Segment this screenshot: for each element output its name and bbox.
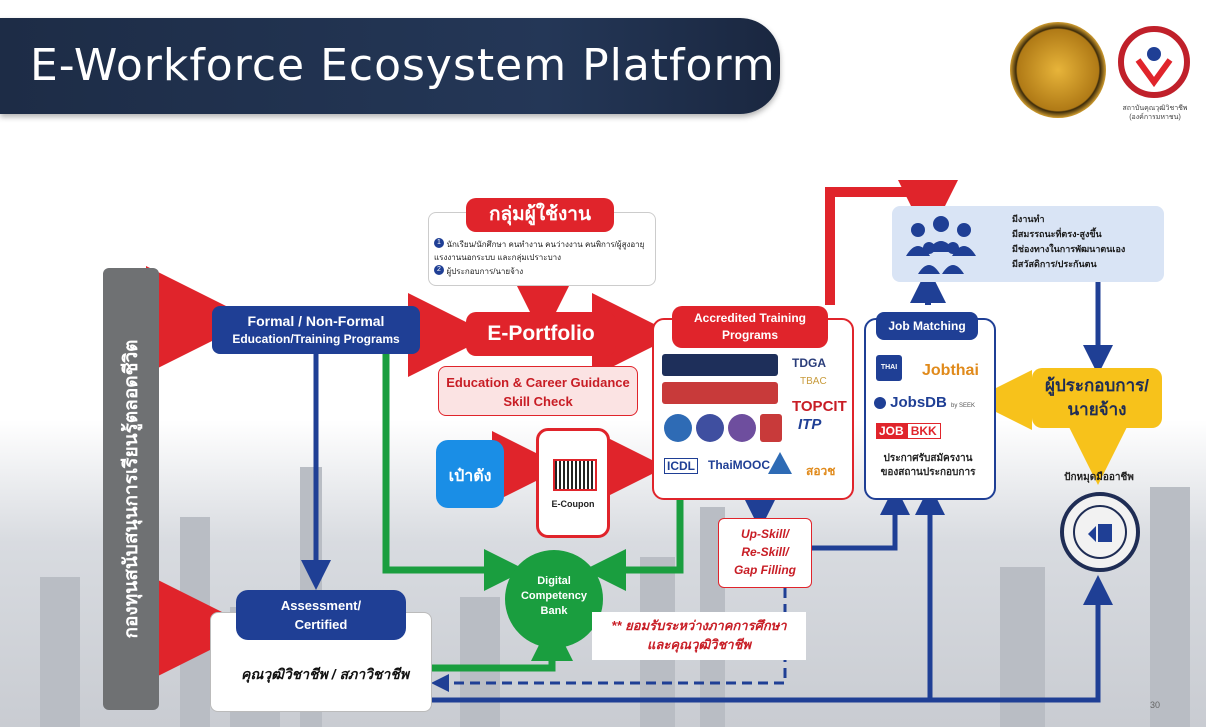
triangle-logo [768,452,792,474]
paotang-label: เป๋าตัง [448,468,492,485]
ecoupon-label: E-Coupon [551,499,595,509]
training-logo-2 [662,382,778,404]
guidance-line1: Education & Career Guidance [446,375,630,390]
sorvor-logo: สอวช [806,464,836,478]
jobthai-logo: Jobthai [922,362,979,379]
training-seal-4 [760,414,782,442]
assessment-certified-box: Assessment/ Certified [236,590,406,640]
qualification-text: คุณวุฒิวิชาชีพ / สภาวิชาชีพ [240,666,410,682]
topcit-logo: TOPCIT [792,398,847,415]
ministry-seal-logo [1010,22,1106,118]
upskill-reskill-box: Up-Skill/ Re-Skill/ Gap Filling [718,518,812,588]
tpqi-caption: สถาบันคุณวุฒิวิชาชีพ (องค์การมหาชน) [1122,105,1188,121]
accredited-training-panel [652,318,854,500]
itp-logo: ITP [798,416,822,433]
digital-competency-bank: Digital Competency Bank [505,550,603,648]
tpqi-logo [1118,26,1190,98]
page-number: 30 [1150,700,1161,710]
outcome-4: มีสวัสดิการ/ประกันตน [1012,259,1097,269]
eportfolio-box: E-Portfolio [466,312,616,356]
career-guidance-box: Education & Career Guidance Skill Check [438,366,638,416]
thaimooc-logo: ThaiMOOC [708,458,770,472]
paotang-app-icon[interactable]: เป๋าตัง [436,440,504,508]
tbac-logo: TBAC [800,376,827,387]
jobsdb-logo: JobsDB by SEEK [874,394,975,411]
employer-box: ผู้ประกอบการ/ นายจ้าง [1032,368,1162,428]
training-seal-2 [696,414,724,442]
outcome-1: มีงานทำ [1012,214,1045,224]
outcome-2: มีสมรรถนะที่ตรง-สูงขึ้น [1012,229,1102,239]
title-banner [0,18,780,114]
training-seal-1 [664,414,692,442]
professional-pin-seal [1060,492,1140,572]
outcomes-list: มีงานทำ มีสมรรถนะที่ตรง-สูงขึ้น มีช่องทา… [1012,212,1162,272]
formal-line2: Education/Training Programs [232,332,400,346]
user-group-item-2: 2 ผู้ประกอบการ/นายจ้าง [434,265,650,278]
lifelong-learning-fund-bar: กองทุนสนับสนุนการเรียนรู้ตลอดชีวิต [103,268,159,710]
job-matching-caption: ประกาศรับสมัครงาน ของสถานประกอบการ [880,453,976,478]
job-matching-header: Job Matching [876,312,978,340]
recognition-note: ** ยอมรับระหว่างภาคการศึกษา และคุณวุฒิวิ… [592,612,806,660]
accredited-header: Accredited Training Programs [672,306,828,348]
people-group-icon [902,212,980,276]
guidance-line2: Skill Check [503,394,573,409]
user-group-header: กลุ่มผู้ใช้งาน [466,198,614,232]
training-seal-3 [728,414,756,442]
formal-nonformal-box: Formal / Non-Formal Education/Training P… [212,306,420,354]
ecoupon-phone: E-Coupon [536,428,610,538]
barcode-icon [553,459,597,491]
side-label-text: กองทุนสนับสนุนการเรียนรู้ตลอดชีวิต [121,339,142,639]
training-logo-1 [662,354,778,376]
tdga-logo: TDGA [792,356,826,370]
certmark-label: ปักหมุดมืออาชีพ [1064,472,1134,483]
job-matching-panel [864,318,996,500]
outcome-3: มีช่องทางในการพัฒนาตนเอง [1012,244,1126,254]
user-group-item-1: 1 นักเรียน/นักศึกษา คนทำงาน คนว่างงาน คน… [434,238,645,262]
page-title: E-Workforce Ecosystem Platform [30,40,776,91]
formal-line1: Formal / Non-Formal [247,313,385,329]
thai-job-logo: THAI [876,355,902,381]
icdl-logo: ICDL [664,458,698,474]
